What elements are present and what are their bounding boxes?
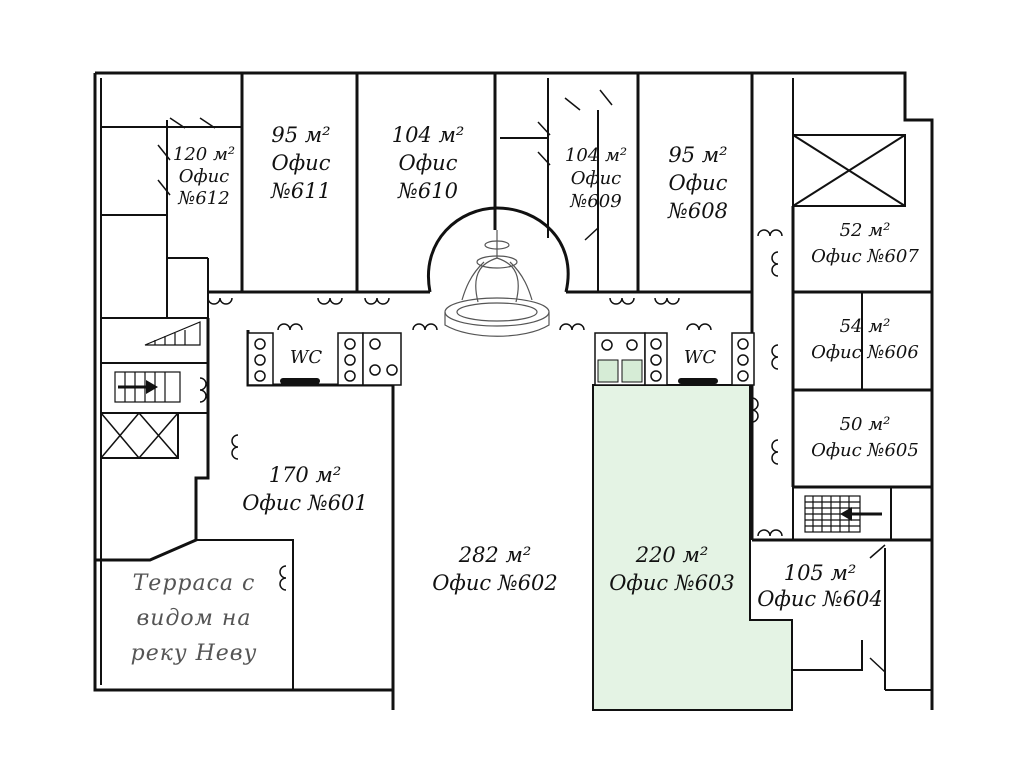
office-609-num: №609	[569, 191, 621, 212]
office-610-area: 104 м²	[392, 123, 465, 147]
wc-label-right: WC	[684, 347, 717, 368]
office-606-area: 54 м²	[840, 316, 891, 337]
terrace-line-1: Терраса с	[133, 571, 256, 596]
wall	[95, 318, 210, 562]
office-603-label: Офис №603	[609, 571, 735, 595]
fountain-niche	[427, 206, 570, 293]
office-607-area: 52 м²	[840, 220, 891, 241]
office-604-area: 105 м²	[784, 561, 857, 585]
wall	[246, 330, 395, 710]
office-611-name: Офис	[272, 151, 331, 175]
office-603-area: 220 м²	[635, 543, 709, 567]
office-610-name: Офис	[399, 151, 458, 175]
office-605-area: 50 м²	[840, 414, 891, 435]
office-611-num: №611	[270, 179, 331, 203]
door-marks	[157, 89, 886, 673]
fountain-icon	[444, 230, 550, 337]
office-608-num: №608	[667, 199, 728, 223]
office-610-num: №610	[397, 179, 458, 203]
terrace-line-3: реку Неву	[131, 641, 258, 666]
stair-steps-left	[144, 321, 201, 346]
office-602-area: 282 м²	[458, 543, 532, 567]
wc-block-left	[247, 332, 402, 386]
office-601-label: Офис №601	[242, 491, 368, 515]
office-601-area: 170 м²	[269, 463, 342, 487]
office-602-label: Офис №602	[432, 571, 558, 595]
arrow-left-icon	[840, 507, 882, 521]
elevator-cross	[792, 134, 906, 207]
wc-block-right	[594, 332, 755, 386]
shaft-left-cross	[100, 412, 179, 459]
office-612-area: 120 м²	[173, 144, 235, 165]
outer-wall	[95, 71, 934, 710]
office-605-label: Офис №605	[811, 440, 919, 461]
wc-label-left: WC	[290, 347, 323, 368]
wall	[791, 620, 863, 671]
office-611-area: 95 м²	[271, 123, 330, 147]
elevator-shaft	[792, 134, 906, 207]
terrace-line-2: видом на	[136, 606, 251, 631]
office-608-area: 95 м²	[668, 143, 727, 167]
office-612-name: Офис	[179, 166, 230, 187]
wall	[196, 539, 294, 690]
shaft-left	[100, 412, 179, 459]
arrow-right-icon	[118, 380, 158, 394]
office-606-label: Офис №606	[811, 342, 919, 363]
office-607-label: Офис №607	[811, 246, 919, 267]
office-604-label: Офис №604	[757, 587, 883, 611]
office-609-area: 104 м²	[565, 145, 627, 166]
office-608-name: Офис	[669, 171, 728, 195]
office-609-name: Офис	[571, 168, 622, 189]
office-612-num: №612	[177, 188, 229, 209]
